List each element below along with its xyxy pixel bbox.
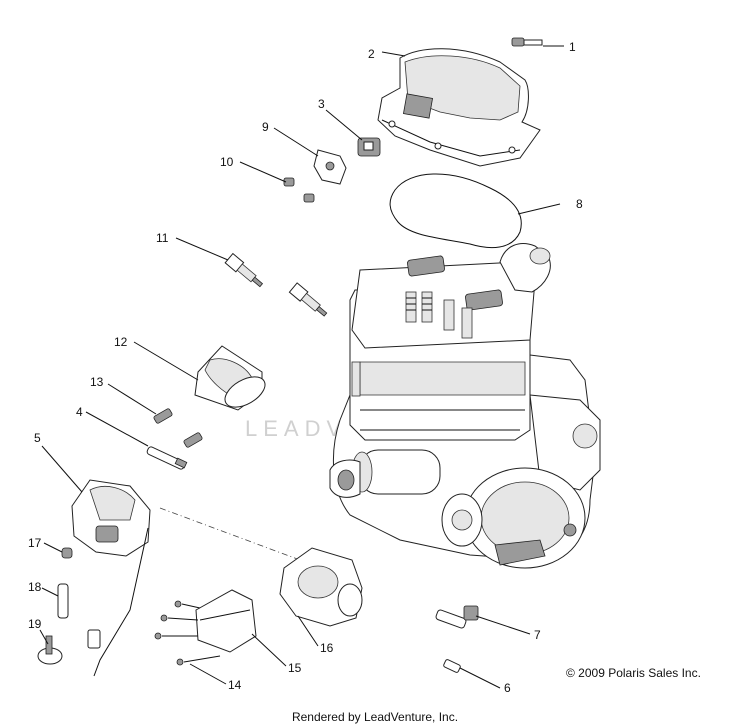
bolt-1 [511,37,543,47]
bolt-13b [183,432,203,448]
callout-11: 11 [156,231,169,245]
engine-assembly [329,243,601,569]
callout-15: 15 [288,661,302,675]
callout-10: 10 [220,155,234,169]
cover-plate-15 [154,589,257,666]
pin-4 [146,446,188,470]
tube-18 [57,583,69,619]
callout-6: 6 [504,681,511,695]
valve-cover-gasket [389,173,522,249]
sensor-9 [313,149,347,185]
leader-lines [39,45,564,689]
throttle-body-16 [279,547,363,627]
callout-14: 14 [228,678,242,692]
callout-9: 9 [262,120,269,134]
render-credit: Rendered by LeadVenture, Inc. [291,710,459,724]
callout-1: 1 [569,40,576,54]
valve-19 [37,635,63,665]
callout-12: 12 [114,335,128,349]
pin-6 [443,659,461,673]
sensor-7 [435,605,479,629]
spark-plug-11 [224,252,328,317]
callout-4: 4 [76,405,83,419]
bolt-10a [283,177,295,187]
callout-labels: 1 2 3 4 5 6 7 8 9 10 11 12 13 14 15 16 1… [28,40,583,695]
bolt-10b [303,193,315,203]
callout-13: 13 [90,375,104,389]
throttle-body-5 [71,479,151,677]
callout-19: 19 [28,617,42,631]
callout-2: 2 [368,47,375,61]
callout-17: 17 [28,536,42,550]
copyright-notice: © 2009 Polaris Sales Inc. [566,666,701,680]
callout-5: 5 [34,431,41,445]
callout-16: 16 [320,641,334,655]
intake-boot-12 [194,345,266,411]
alignment-line [159,507,301,561]
callout-8: 8 [576,197,583,211]
valve-cover [377,48,541,167]
callout-7: 7 [534,628,541,642]
callout-3: 3 [318,97,325,111]
bolt-13a [153,408,173,424]
cap-17 [61,547,73,559]
callout-18: 18 [28,580,42,594]
